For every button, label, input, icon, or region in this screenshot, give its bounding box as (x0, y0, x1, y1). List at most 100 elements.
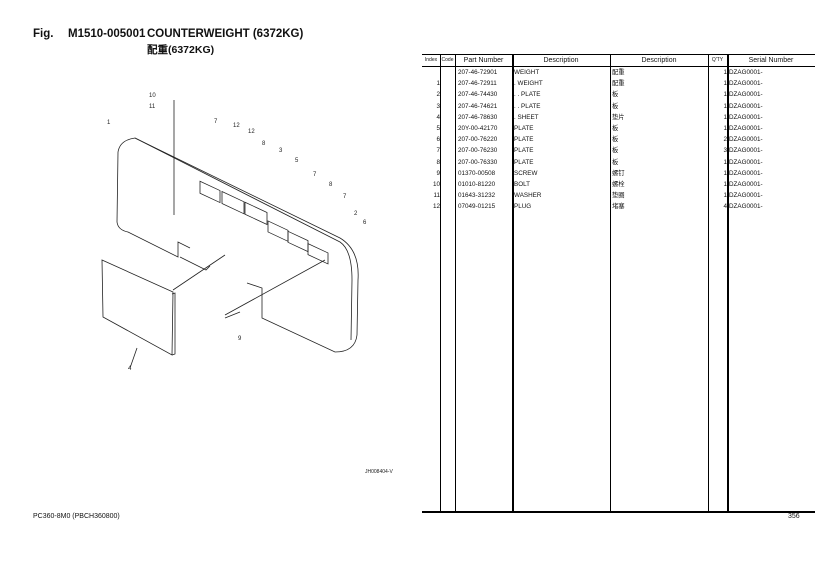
row-index: 10 (432, 181, 440, 188)
description-cn: 堵塞 (612, 203, 625, 211)
callout: 9 (238, 336, 242, 342)
quantity: 3 (723, 147, 727, 155)
page-title-cn: 配重(6372KG) (147, 44, 215, 56)
col-code: Code (441, 57, 454, 63)
serial-number: DZAG0001- (729, 102, 763, 110)
description: PLATE (514, 125, 534, 132)
quantity: 1 (723, 158, 727, 166)
fig-number: M1510-005001 (68, 28, 146, 40)
quantity: 1 (723, 192, 727, 200)
page-title: COUNTERWEIGHT (6372KG) (147, 28, 304, 40)
row-index: 6 (436, 136, 440, 144)
quantity: 1 (723, 169, 727, 177)
callout: 7 (313, 172, 317, 178)
description: PLATE (514, 136, 534, 144)
serial-number: DZAG0001- (729, 158, 763, 166)
description: WASHER (514, 192, 542, 200)
part-number: 01643-31232 (458, 192, 496, 200)
quantity: 4 (723, 203, 727, 211)
serial-number: DZAG0001- (729, 113, 763, 121)
col-description-cn: Description (641, 57, 677, 64)
quantity: 2 (723, 136, 727, 144)
part-number: 207-00-76230 (458, 147, 498, 155)
part-number: 207-46-72901 (458, 69, 498, 76)
part-number: 01010-81220 (458, 181, 496, 188)
exploded-diagram: 10 11 1 7 12 12 8 3 5 7 8 7 2 6 9 4 JH00… (101, 93, 393, 475)
part-number: 207-00-76330 (458, 158, 498, 166)
description: . . PLATE (514, 102, 541, 110)
counterweight-body (116, 137, 359, 353)
callout: 7 (343, 194, 347, 200)
quantity: 1 (723, 80, 727, 88)
col-index: Index (424, 57, 438, 63)
drawing-code: JH008404-V (365, 469, 393, 475)
serial-number: DZAG0001- (729, 91, 763, 99)
description-cn: 螺钉 (612, 169, 625, 177)
description-cn: 配重 (612, 69, 625, 76)
col-qty: Q'TY (711, 57, 724, 63)
description: PLATE (514, 147, 534, 155)
callout: 5 (295, 158, 299, 164)
description-cn: 垫片 (612, 113, 625, 121)
callout: 6 (363, 220, 367, 226)
callout: 12 (233, 123, 240, 129)
part-number: 20Y-00-42170 (458, 125, 498, 132)
serial-number: DZAG0001- (729, 181, 763, 188)
callout: 8 (262, 141, 266, 147)
quantity: 1 (723, 125, 727, 132)
part-number: 207-00-76220 (458, 136, 498, 144)
parts-table: Index Code Part Number Description Descr… (422, 54, 815, 513)
description-cn: 螺栓 (612, 181, 625, 188)
quantity: 1 (723, 113, 727, 121)
row-index: 11 (433, 192, 440, 200)
description-cn: 垫圈 (612, 192, 625, 200)
footer-model: PC360-8M0 (PBCH360800) (33, 513, 120, 520)
description-cn: 板 (612, 158, 619, 166)
part-number: 01370-00508 (458, 169, 496, 177)
row-index: 3 (436, 102, 440, 110)
description: SCREW (514, 169, 538, 177)
description: . . PLATE (514, 91, 541, 99)
part-number: 207-46-74621 (458, 102, 498, 110)
part-number: 207-46-78630 (458, 113, 498, 121)
col-part-number: Part Number (463, 57, 504, 64)
serial-number: DZAG0001- (729, 125, 763, 132)
description: . SHEET (514, 113, 539, 121)
row-index: 4 (436, 113, 440, 121)
description: BOLT (514, 181, 530, 188)
description-cn: 板 (612, 102, 619, 110)
serial-number: DZAG0001- (729, 192, 763, 200)
description: PLATE (514, 158, 534, 166)
quantity: 1 (723, 91, 727, 99)
callout: 8 (329, 182, 333, 188)
row-index: 5 (436, 125, 440, 132)
part-number: 07049-01215 (458, 203, 496, 211)
callout: 2 (354, 211, 358, 217)
callout: 7 (214, 119, 218, 125)
serial-number: DZAG0001- (729, 80, 763, 88)
quantity: 1 (723, 69, 727, 76)
serial-number: DZAG0001- (729, 169, 763, 177)
description: WEIGHT (514, 69, 540, 76)
callout: 11 (149, 104, 156, 110)
row-index: 1 (436, 80, 440, 88)
part-number: 207-46-72911 (458, 80, 497, 88)
quantity: 1 (723, 102, 727, 110)
serial-number: DZAG0001- (729, 147, 763, 155)
description-cn: 板 (612, 91, 619, 99)
col-serial: Serial Number (748, 57, 794, 64)
callout-labels: 10 11 1 7 12 12 8 3 5 7 8 7 2 6 9 4 JH00… (107, 93, 393, 475)
page-number: 356 (788, 513, 800, 520)
row-index: 8 (436, 158, 440, 166)
